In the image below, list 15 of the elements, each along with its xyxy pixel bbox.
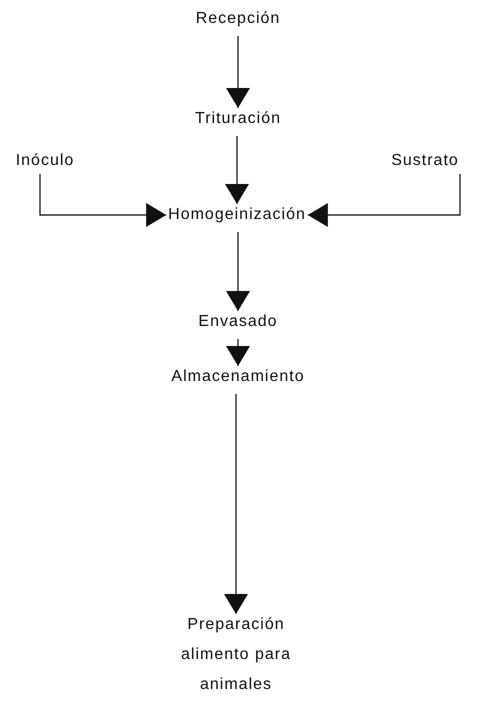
step-label: Sustrato	[391, 151, 459, 171]
arrow	[226, 339, 250, 366]
step-label: Almacenamiento	[171, 367, 305, 387]
step-label: Recepción	[196, 9, 280, 29]
step-label: Homogeinización	[168, 205, 306, 225]
step-label: Trituración	[195, 109, 281, 129]
arrow	[224, 394, 248, 614]
step-label: Preparación alimento para animales	[180, 615, 292, 695]
arrow	[308, 174, 461, 227]
step-label: Inóculo	[16, 151, 74, 171]
arrow	[226, 232, 250, 311]
arrow	[39, 174, 166, 227]
arrow	[225, 136, 249, 204]
arrow	[226, 36, 250, 108]
step-label: Envasado	[198, 312, 278, 332]
